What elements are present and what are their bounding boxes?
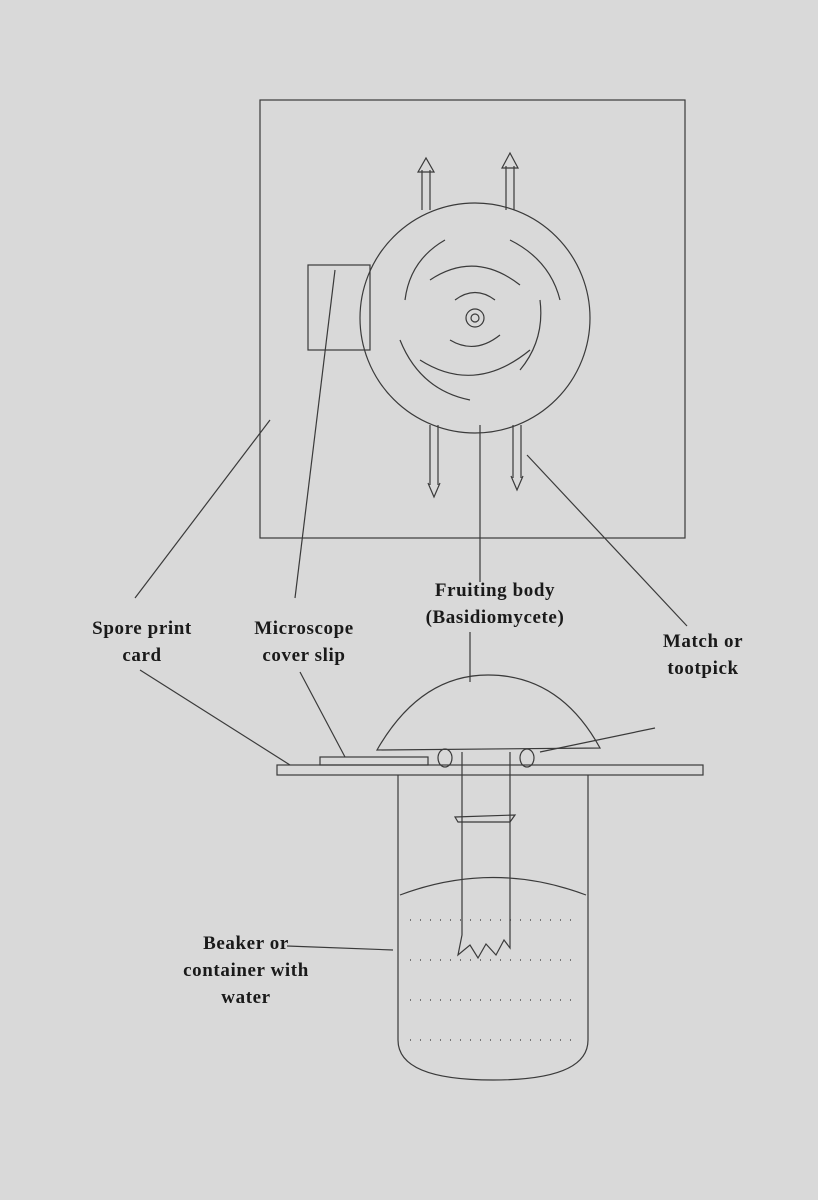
spore-print-card-side xyxy=(276,764,704,776)
label-line: (Basidiomycete) xyxy=(425,607,565,628)
label-line: cover slip xyxy=(262,645,346,666)
spore-print-card-top xyxy=(259,99,686,539)
label-beaker: Beaker or container with water xyxy=(183,930,309,1011)
label-line: Beaker or xyxy=(203,933,289,954)
toothpick-side-left xyxy=(437,748,453,768)
toothpicks-top xyxy=(416,151,524,499)
fruiting-body-side xyxy=(375,674,602,751)
label-line: Spore print xyxy=(92,618,192,639)
fruiting-body-top xyxy=(359,202,591,434)
leader-lines-top xyxy=(134,269,688,627)
stem xyxy=(457,752,511,960)
label-line: card xyxy=(122,645,162,666)
toothpick-side-right xyxy=(519,748,535,768)
cover-slip-side xyxy=(319,756,429,766)
label-line: Microscope xyxy=(254,618,354,639)
water xyxy=(410,919,580,1041)
cap-gill-lines xyxy=(399,239,561,401)
label-fruiting-body: Fruiting body (Basidiomycete) xyxy=(426,577,565,631)
side-view xyxy=(139,632,704,1081)
label-spore-print-card: Spore print card xyxy=(92,615,192,669)
leader-lines-side xyxy=(139,632,656,951)
stem-mark xyxy=(453,814,517,823)
beaker xyxy=(397,775,589,1081)
water-line xyxy=(399,876,587,896)
label-line: water xyxy=(221,987,271,1008)
label-cover-slip: Microscope cover slip xyxy=(254,615,354,669)
label-line: Match or xyxy=(662,631,744,652)
label-match: Match or tootpick xyxy=(663,628,743,682)
label-line: Fruiting body xyxy=(434,580,556,601)
top-view xyxy=(134,99,688,627)
label-line: tootpick xyxy=(667,658,739,679)
cover-slip-top xyxy=(307,264,371,351)
label-line: container with xyxy=(183,960,309,981)
